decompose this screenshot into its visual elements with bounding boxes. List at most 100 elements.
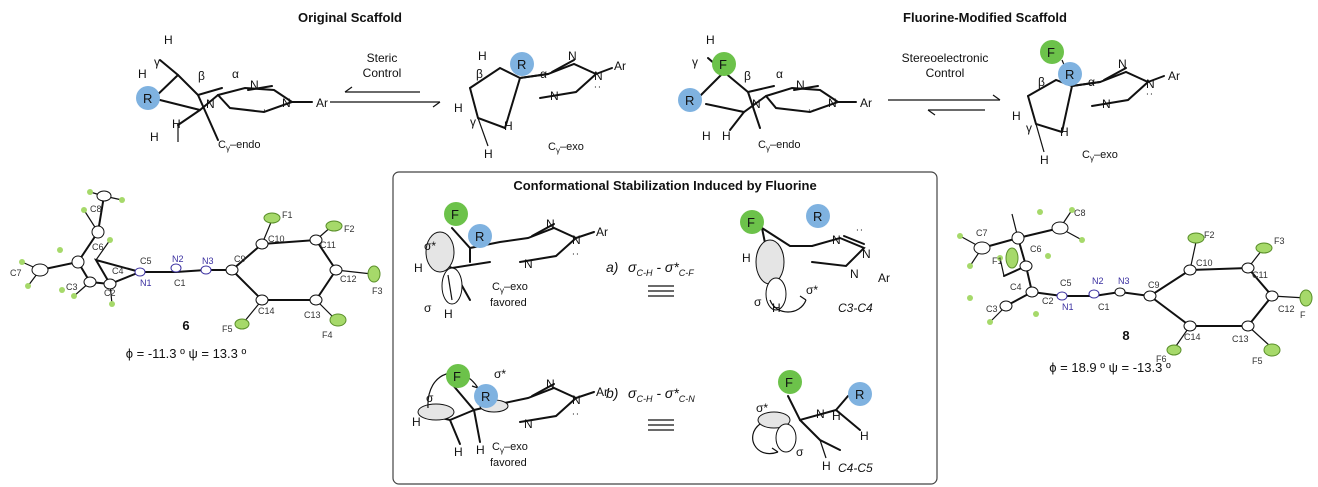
atom-h: H bbox=[478, 49, 487, 63]
atom-ar: Ar bbox=[878, 271, 890, 285]
lone-pair: ˙˙ bbox=[594, 84, 602, 98]
atom-label: C13 bbox=[304, 310, 321, 320]
atom-label: F3 bbox=[372, 286, 383, 296]
label-beta: β bbox=[1038, 75, 1045, 89]
label-favored: favored bbox=[490, 297, 527, 309]
atom-r: R bbox=[855, 387, 864, 402]
atom-label: C2 bbox=[1042, 296, 1054, 306]
atom-label: C9 bbox=[234, 254, 246, 264]
atom-h: H bbox=[138, 67, 147, 81]
atom-ar: Ar bbox=[596, 385, 608, 399]
label-sigma-star: σ* bbox=[806, 283, 818, 297]
atom-ar: Ar bbox=[316, 96, 328, 110]
atom-h: H bbox=[742, 251, 751, 265]
atom-n: N bbox=[752, 97, 761, 111]
atom-label: F1 bbox=[992, 256, 1003, 266]
atom-label: C1 bbox=[1098, 302, 1110, 312]
atom-label: C5 bbox=[140, 256, 152, 266]
label-sigma-star: σ* bbox=[424, 239, 436, 253]
fluorine-ellipsoid bbox=[329, 313, 347, 327]
interaction-a-label: a) bbox=[606, 259, 618, 275]
atom-h: H bbox=[1012, 109, 1021, 123]
atom-f: F bbox=[785, 375, 793, 390]
label-c-gamma-endo: Cγ–endo bbox=[218, 139, 261, 153]
interaction-b-formula: σC-H - σ*C-N bbox=[628, 385, 695, 404]
atom-h: H bbox=[1060, 125, 1069, 139]
atom-n: N bbox=[546, 377, 555, 391]
r-substituent-circle bbox=[510, 52, 534, 76]
label-beta: β bbox=[744, 69, 751, 83]
box-title: Conformational Stabilization Induced by … bbox=[513, 178, 816, 193]
equilibrium-arrow-steric: Steric Control bbox=[330, 51, 441, 108]
f-substituent-circle bbox=[712, 52, 736, 76]
atom-label: C12 bbox=[340, 274, 357, 284]
lone-pair: ˙˙ bbox=[1146, 91, 1154, 105]
equilibrium-arrow-stereoelectronic: Stereoelectronic Control bbox=[888, 51, 1001, 116]
label-c-gamma-exo: Cγ–exo bbox=[492, 441, 528, 455]
fluorine-ellipsoid bbox=[1005, 247, 1019, 269]
label-favored: favored bbox=[490, 457, 527, 469]
atom-label: C2 bbox=[104, 288, 116, 298]
atom-n: N bbox=[524, 257, 533, 271]
fluorine-ellipsoid bbox=[325, 220, 343, 232]
interaction-b: b) σC-H - σ*C-N bbox=[606, 385, 695, 431]
atom-h: H bbox=[172, 117, 181, 131]
atom-h: H bbox=[454, 101, 463, 115]
control-label: Control bbox=[363, 66, 402, 80]
atom-label: C4 bbox=[1010, 282, 1022, 292]
atom-label: F6 bbox=[1156, 354, 1167, 364]
label-c3-c4: C3-C4 bbox=[838, 301, 873, 315]
fluorine-ellipsoid bbox=[1255, 242, 1273, 254]
atom-n: N bbox=[862, 247, 871, 261]
label-gamma: γ bbox=[154, 55, 160, 69]
f-substituent-circle bbox=[778, 370, 802, 394]
atom-h: H bbox=[832, 409, 841, 423]
atom-label: C3 bbox=[986, 304, 998, 314]
f-substituent-circle bbox=[740, 210, 764, 234]
lone-pair: ˙˙ bbox=[808, 107, 816, 121]
label-sigma-star: σ* bbox=[494, 367, 506, 381]
atom-f: F bbox=[747, 215, 755, 230]
atom-label: C12 bbox=[1278, 304, 1295, 314]
label-sigma-star: σ* bbox=[756, 401, 768, 415]
label-c-gamma-exo: Cγ–exo bbox=[1082, 149, 1118, 163]
atom-label: C7 bbox=[976, 228, 988, 238]
r-substituent-circle bbox=[136, 86, 160, 110]
structure-original-endo: R H H H H γ β α N N N ˙˙ Ar Cγ–endo bbox=[136, 33, 328, 153]
atom-n: N bbox=[572, 393, 581, 407]
label-alpha: α bbox=[232, 67, 239, 81]
atom-label: N3 bbox=[202, 256, 214, 266]
atom-label: C14 bbox=[258, 306, 275, 316]
label-sigma: σ bbox=[424, 301, 432, 315]
structure-fluorine-endo: F R H H H γ β α N N N ˙˙ Ar Cγ–endo bbox=[678, 33, 872, 153]
atom-label: N3 bbox=[1118, 276, 1130, 286]
atom-n: N bbox=[832, 233, 841, 247]
fluorine-ellipsoid bbox=[367, 265, 381, 283]
atom-h: H bbox=[164, 33, 173, 47]
atom-f: F bbox=[451, 207, 459, 222]
atom-label: C1 bbox=[174, 278, 186, 288]
fluorine-ellipsoid bbox=[1263, 343, 1281, 357]
label-c-gamma-exo: Cγ–exo bbox=[548, 141, 584, 155]
lone-pair: ˙˙ bbox=[572, 251, 580, 265]
atom-label: C3 bbox=[66, 282, 78, 292]
atom-n: N bbox=[1146, 77, 1155, 91]
compound-8-id: 8 bbox=[1122, 328, 1129, 343]
atom-h: H bbox=[454, 445, 463, 459]
atom-n: N bbox=[546, 217, 555, 231]
lone-pair: ˙˙ bbox=[856, 227, 864, 241]
atom-label: C5 bbox=[1060, 278, 1072, 288]
atom-h: H bbox=[1040, 153, 1049, 167]
atom-label: C10 bbox=[1196, 258, 1213, 268]
label-sigma: σ bbox=[796, 445, 804, 459]
atom-label: N2 bbox=[172, 254, 184, 264]
label-alpha: α bbox=[540, 67, 547, 81]
label-sigma: σ bbox=[426, 391, 434, 405]
atom-f: F bbox=[1047, 45, 1055, 60]
label-beta: β bbox=[198, 69, 205, 83]
f-substituent-circle bbox=[444, 202, 468, 226]
label-alpha: α bbox=[776, 67, 783, 81]
atom-h: H bbox=[702, 129, 711, 143]
steric-label: Steric bbox=[367, 51, 398, 65]
atom-n: N bbox=[1102, 97, 1111, 111]
